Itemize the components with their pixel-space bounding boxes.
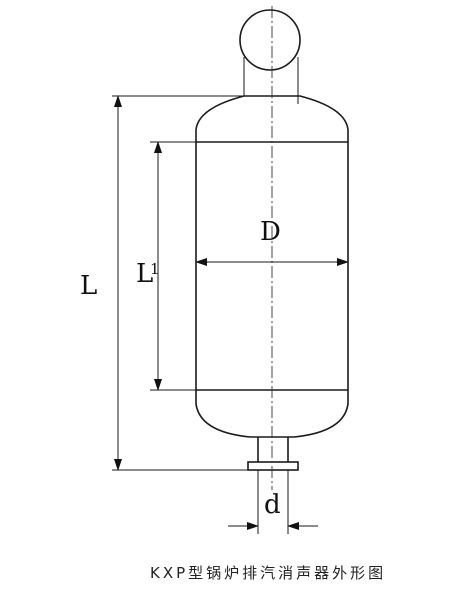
dimension-d: d — [228, 490, 318, 530]
bottom-outlet-nozzle — [247, 437, 299, 471]
label-L1-subscript: 1 — [150, 260, 160, 278]
figure-caption: KXP型锅炉排汽消声器外形图 — [150, 564, 387, 582]
label-d: d — [264, 490, 281, 520]
label-D: D — [260, 217, 281, 247]
label-L1: L — [136, 259, 153, 289]
dimension-D: D — [195, 217, 349, 266]
top-exhaust-pipe — [239, 9, 301, 104]
dimension-L1: L 1 — [136, 141, 162, 391]
label-L: L — [80, 271, 97, 301]
extension-lines — [112, 95, 289, 534]
dimension-L: L — [80, 95, 122, 471]
